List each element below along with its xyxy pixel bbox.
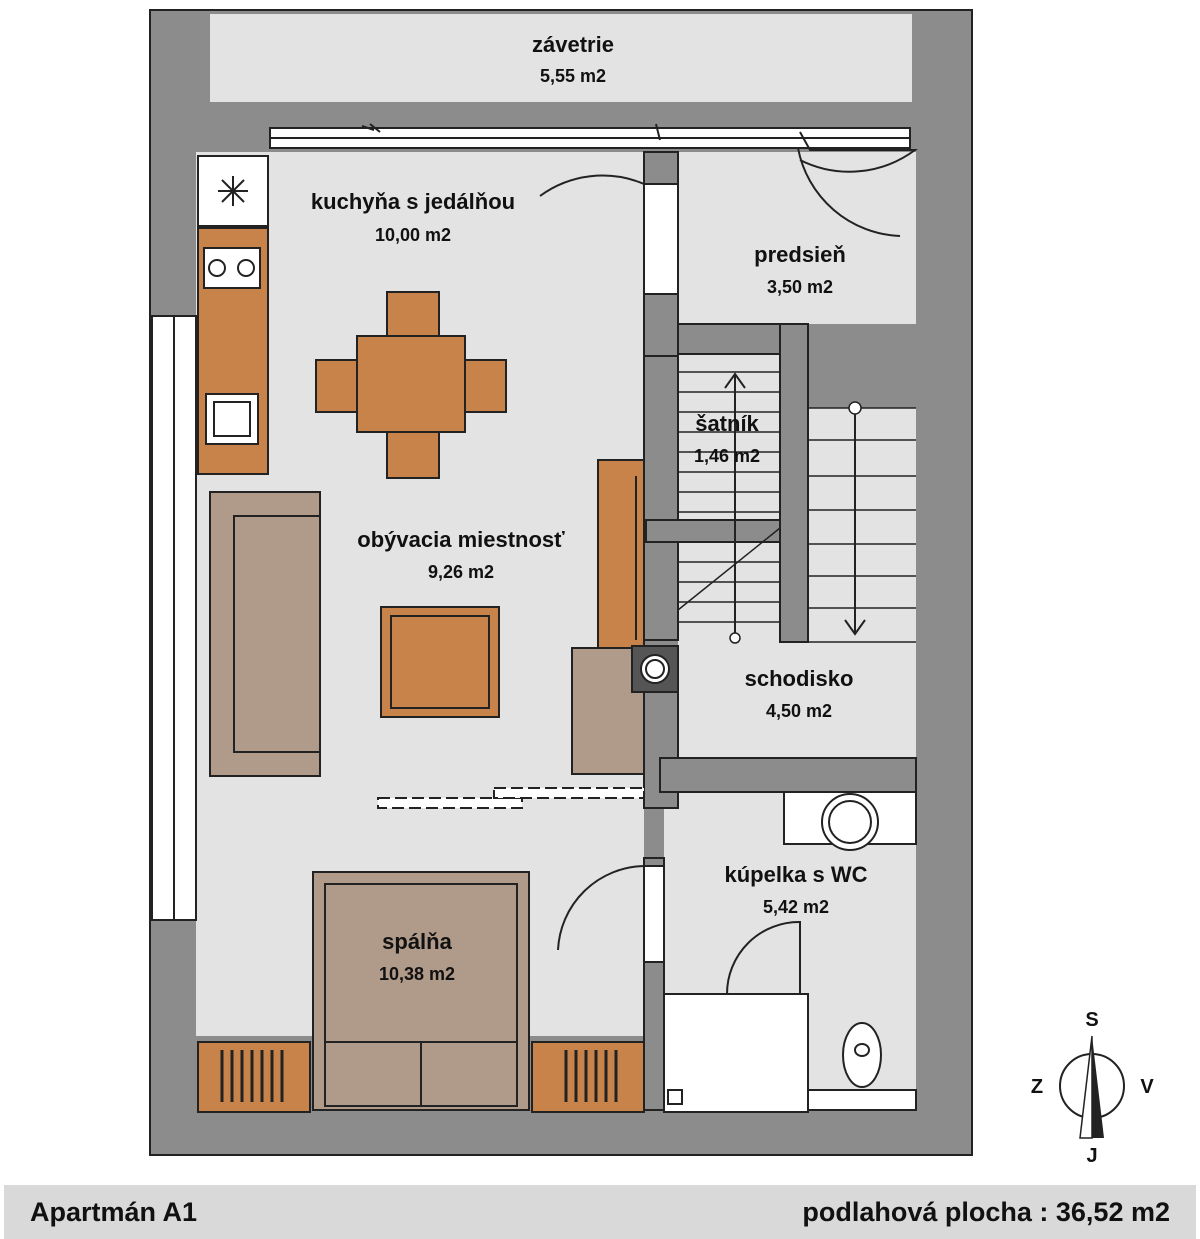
- dining-set: [315, 291, 507, 479]
- room-name-spalna: spálňa: [382, 929, 452, 954]
- coffee-table: [380, 606, 500, 718]
- footer-bar: Apartmán A1 podlahová plocha : 36,52 m2: [4, 1185, 1196, 1239]
- compass-east-label: V: [1140, 1076, 1154, 1098]
- bathroom-fixtures: [663, 791, 917, 1113]
- room-name-kupelka: kúpelka s WC: [724, 862, 867, 887]
- room-name-zavetrie: závetrie: [532, 32, 614, 57]
- room-area-kuchyna: 10,00 m2: [375, 225, 451, 245]
- windows: [151, 127, 911, 921]
- interior-walls: [643, 151, 917, 1111]
- compass-north-label: S: [1085, 1009, 1098, 1031]
- stairs: [677, 371, 916, 644]
- compass-south-label: J: [1086, 1145, 1097, 1167]
- compass-west-label: Z: [1031, 1076, 1043, 1098]
- doors: [361, 123, 919, 995]
- room-area-spalna: 10,38 m2: [379, 964, 455, 984]
- kitchen-counter: [197, 155, 269, 475]
- floor-plan: závetrie 5,55 m2 kuchyňa s jedálňou 10,0…: [149, 9, 1154, 1167]
- room-labels: závetrie 5,55 m2 kuchyňa s jedálňou 10,0…: [311, 32, 868, 984]
- room-area-schodisko: 4,50 m2: [766, 701, 832, 721]
- room-name-schodisko: schodisko: [745, 666, 854, 691]
- sliding-partition: [377, 787, 645, 809]
- chimney: [631, 645, 679, 693]
- room-area-satnik: 1,46 m2: [694, 446, 760, 466]
- room-area-kupelka: 5,42 m2: [763, 897, 829, 917]
- apartment-name: Apartmán A1: [30, 1196, 198, 1227]
- radiators: [197, 1041, 645, 1113]
- compass-needle-highlight: [1079, 1035, 1093, 1139]
- room-name-obyvacia: obývacia miestnosť: [357, 527, 565, 552]
- room-area-obyvacia: 9,26 m2: [428, 562, 494, 582]
- room-area-predsien: 3,50 m2: [767, 277, 833, 297]
- room-name-kuchyna: kuchyňa s jedálňou: [311, 189, 515, 214]
- sofa: [209, 491, 321, 777]
- bed: [312, 871, 530, 1111]
- compass: S J Z V: [1031, 1009, 1154, 1167]
- floor-area-total: podlahová plocha : 36,52 m2: [802, 1196, 1170, 1227]
- room-name-satnik: šatník: [695, 411, 759, 436]
- room-area-zavetrie: 5,55 m2: [540, 66, 606, 86]
- wardrobe: [571, 459, 645, 775]
- room-name-predsien: predsieň: [754, 242, 846, 267]
